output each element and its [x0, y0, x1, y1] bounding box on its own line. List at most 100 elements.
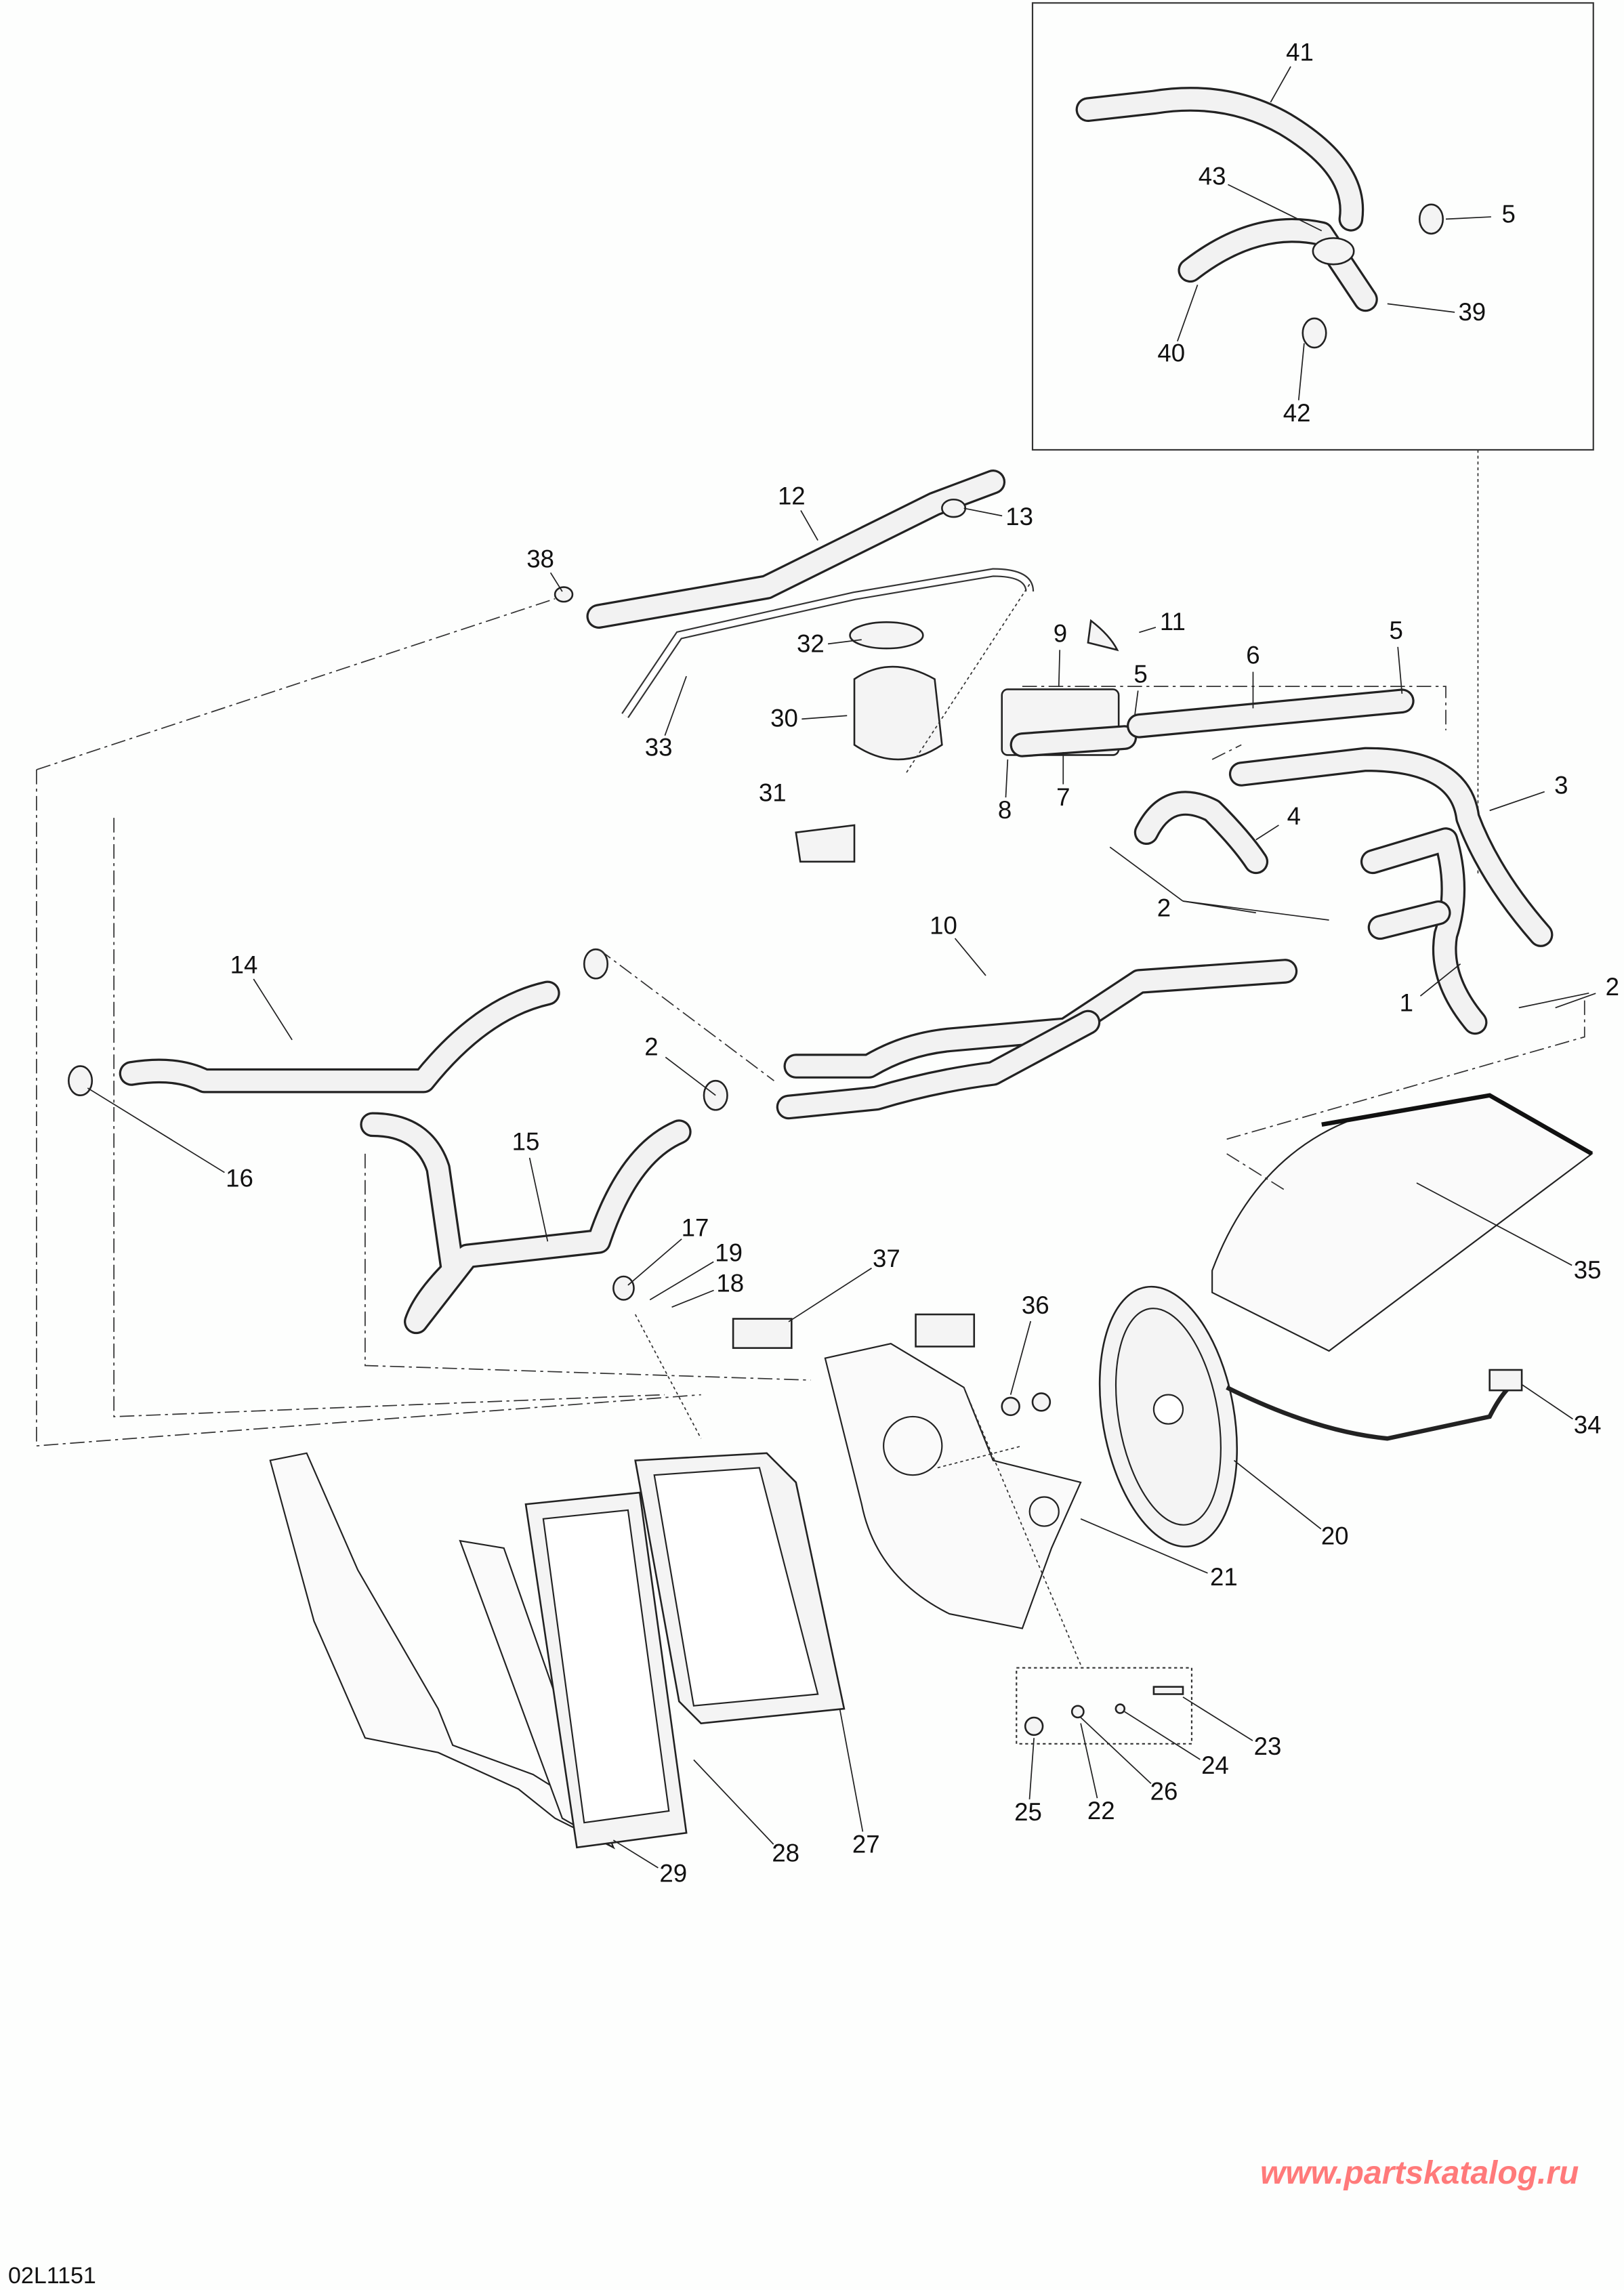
shroud-35 — [1211, 1094, 1594, 1352]
callout-8: 8 — [998, 796, 1012, 824]
callout-4: 4 — [1287, 802, 1301, 830]
callout-38: 38 — [526, 545, 554, 572]
leader-line — [665, 1056, 716, 1096]
callout-17: 17 — [682, 1214, 709, 1242]
callout-2: 2 — [1157, 894, 1171, 922]
leader-line — [1182, 1696, 1253, 1741]
leader-line — [664, 675, 687, 736]
leader-line — [1489, 791, 1545, 812]
callout-11: 11 — [1160, 608, 1186, 636]
callout-20: 20 — [1321, 1522, 1349, 1550]
callout-39: 39 — [1458, 298, 1486, 326]
leader-line — [693, 1759, 774, 1845]
leader-line — [963, 507, 1003, 517]
callout-22: 22 — [1087, 1797, 1115, 1825]
leader-line — [827, 639, 862, 645]
inset-frame — [1031, 2, 1594, 451]
callout-1: 1 — [1400, 989, 1413, 1017]
callout-23: 23 — [1254, 1732, 1282, 1760]
callout-27: 27 — [852, 1830, 880, 1858]
callout-12: 12 — [778, 482, 806, 510]
leader-line — [839, 1708, 864, 1832]
leader-line — [1445, 216, 1491, 220]
drawing-code: 02L1151 — [8, 2263, 96, 2289]
callout-10: 10 — [930, 911, 957, 939]
radiator-assembly — [269, 1452, 846, 1850]
leader-line — [1397, 646, 1403, 694]
leader-line — [1416, 1182, 1573, 1266]
callout-7: 7 — [1056, 783, 1070, 811]
leader-line — [1555, 993, 1596, 1009]
leader-line — [1228, 184, 1323, 232]
leader-line — [1518, 992, 1589, 1009]
callout-31: 31 — [759, 778, 787, 806]
leader-line — [1255, 825, 1279, 841]
leader-line — [1028, 1738, 1035, 1799]
callout-2: 2 — [1606, 973, 1619, 1001]
callout-19: 19 — [715, 1238, 743, 1266]
callout-14: 14 — [230, 951, 258, 979]
callout-34: 34 — [1574, 1411, 1602, 1439]
callout-37: 37 — [873, 1245, 900, 1272]
callout-6: 6 — [1246, 642, 1259, 669]
leader-line — [87, 1087, 225, 1173]
callout-18: 18 — [716, 1270, 744, 1297]
leader-line — [549, 572, 563, 592]
callout-24: 24 — [1201, 1751, 1229, 1779]
callout-35: 35 — [1574, 1256, 1602, 1284]
leader-line — [671, 1289, 714, 1308]
leader-line — [1109, 846, 1184, 902]
leader-line — [1009, 1320, 1032, 1395]
inset-hose-assembly — [1075, 87, 1444, 349]
leader-line — [1297, 343, 1305, 400]
callout-16: 16 — [226, 1164, 253, 1192]
callout-15: 15 — [512, 1128, 540, 1156]
leader-line — [1521, 1383, 1573, 1420]
callout-13: 13 — [1005, 503, 1033, 530]
leader-line — [1080, 1723, 1098, 1799]
callout-3: 3 — [1554, 772, 1568, 799]
hoses-middle — [68, 948, 1298, 1335]
callout-5: 5 — [1502, 201, 1516, 228]
callout-5: 5 — [1133, 661, 1147, 688]
leader-line — [627, 1238, 682, 1286]
leader-line — [1005, 759, 1009, 798]
leader-line — [1124, 1711, 1201, 1760]
leader-line — [1387, 303, 1455, 313]
leader-line — [788, 1268, 872, 1323]
leader-line — [954, 938, 986, 976]
leader-line — [1080, 1518, 1208, 1574]
callout-40: 40 — [1157, 339, 1185, 367]
leader-line — [1134, 690, 1139, 716]
callout-25: 25 — [1014, 1798, 1042, 1826]
callout-42: 42 — [1283, 399, 1311, 427]
leader-line — [800, 509, 818, 541]
leader-line — [1419, 963, 1461, 997]
leader-line — [649, 1261, 714, 1301]
callout-29: 29 — [659, 1859, 687, 1887]
callout-43: 43 — [1199, 163, 1226, 190]
leader-line — [1233, 1459, 1322, 1530]
leader-line — [528, 1157, 549, 1242]
leader-line — [1177, 285, 1199, 341]
callout-30: 30 — [770, 704, 798, 732]
leader-line — [1139, 627, 1157, 633]
callout-2: 2 — [644, 1033, 658, 1060]
leader-line — [1058, 650, 1061, 687]
leader-line — [253, 978, 293, 1041]
callout-32: 32 — [797, 629, 825, 657]
callout-9: 9 — [1054, 619, 1067, 647]
callout-28: 28 — [772, 1839, 799, 1867]
fan-bracket — [824, 1343, 1082, 1629]
callout-5: 5 — [1390, 617, 1403, 644]
leader-line — [612, 1839, 659, 1869]
fan-assembly — [1098, 1285, 1523, 1548]
watermark: www.partskatalog.ru — [1260, 2155, 1579, 2191]
callout-33: 33 — [645, 734, 673, 762]
callout-36: 36 — [1022, 1291, 1049, 1319]
leader-line — [1080, 1717, 1152, 1785]
hoses-upper — [554, 470, 1554, 1035]
leader-line — [1270, 66, 1291, 103]
leader-line — [1182, 900, 1329, 921]
